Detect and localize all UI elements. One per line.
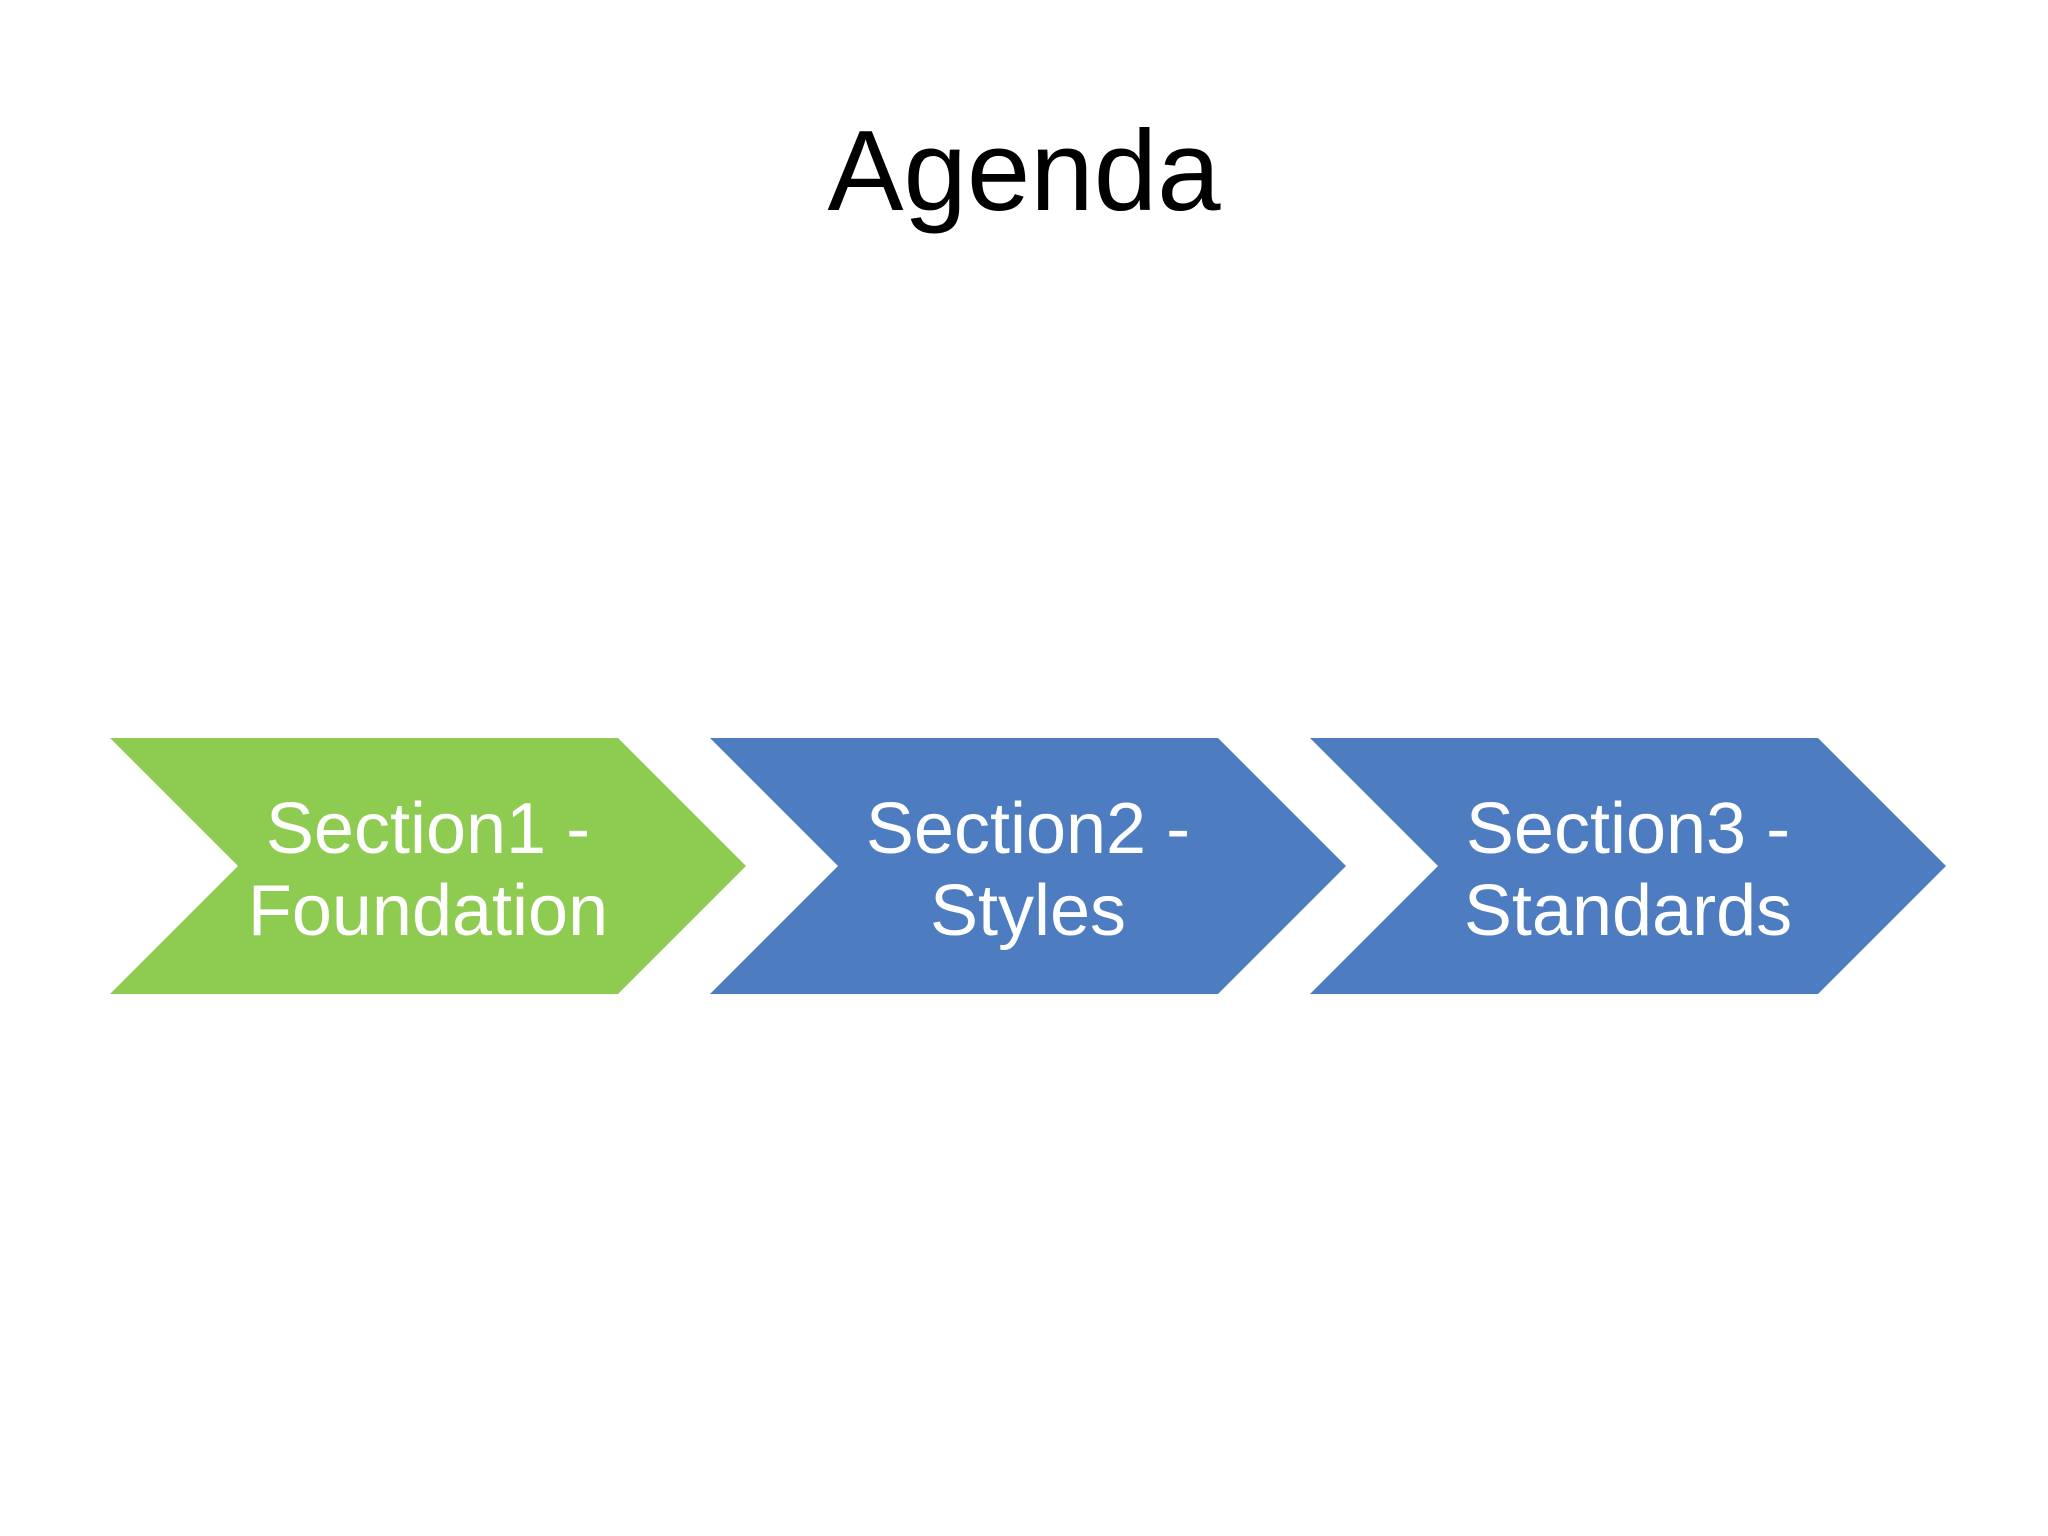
chevron-label-line1: Section3 - bbox=[1465, 789, 1791, 869]
chevron-section3: Section3 - Standards bbox=[1310, 738, 1946, 994]
chevron-label-line1: Section1 - bbox=[265, 789, 591, 869]
slide-title: Agenda bbox=[827, 108, 1221, 235]
chevron-section2: Section2 - Styles bbox=[710, 738, 1346, 994]
chevron-label-line2: Styles bbox=[929, 871, 1127, 951]
chevron-label-line2: Standards bbox=[1463, 871, 1793, 951]
chevron-section1-label: Section1 - Foundation bbox=[248, 780, 608, 952]
chevron-section1: Section1 - Foundation bbox=[110, 738, 746, 994]
chevron-section2-label: Section2 - Styles bbox=[866, 780, 1190, 952]
chevron-label-line1: Section2 - bbox=[865, 789, 1191, 869]
chevron-label-line2: Foundation bbox=[247, 871, 609, 951]
chevron-section3-label: Section3 - Standards bbox=[1464, 780, 1792, 952]
